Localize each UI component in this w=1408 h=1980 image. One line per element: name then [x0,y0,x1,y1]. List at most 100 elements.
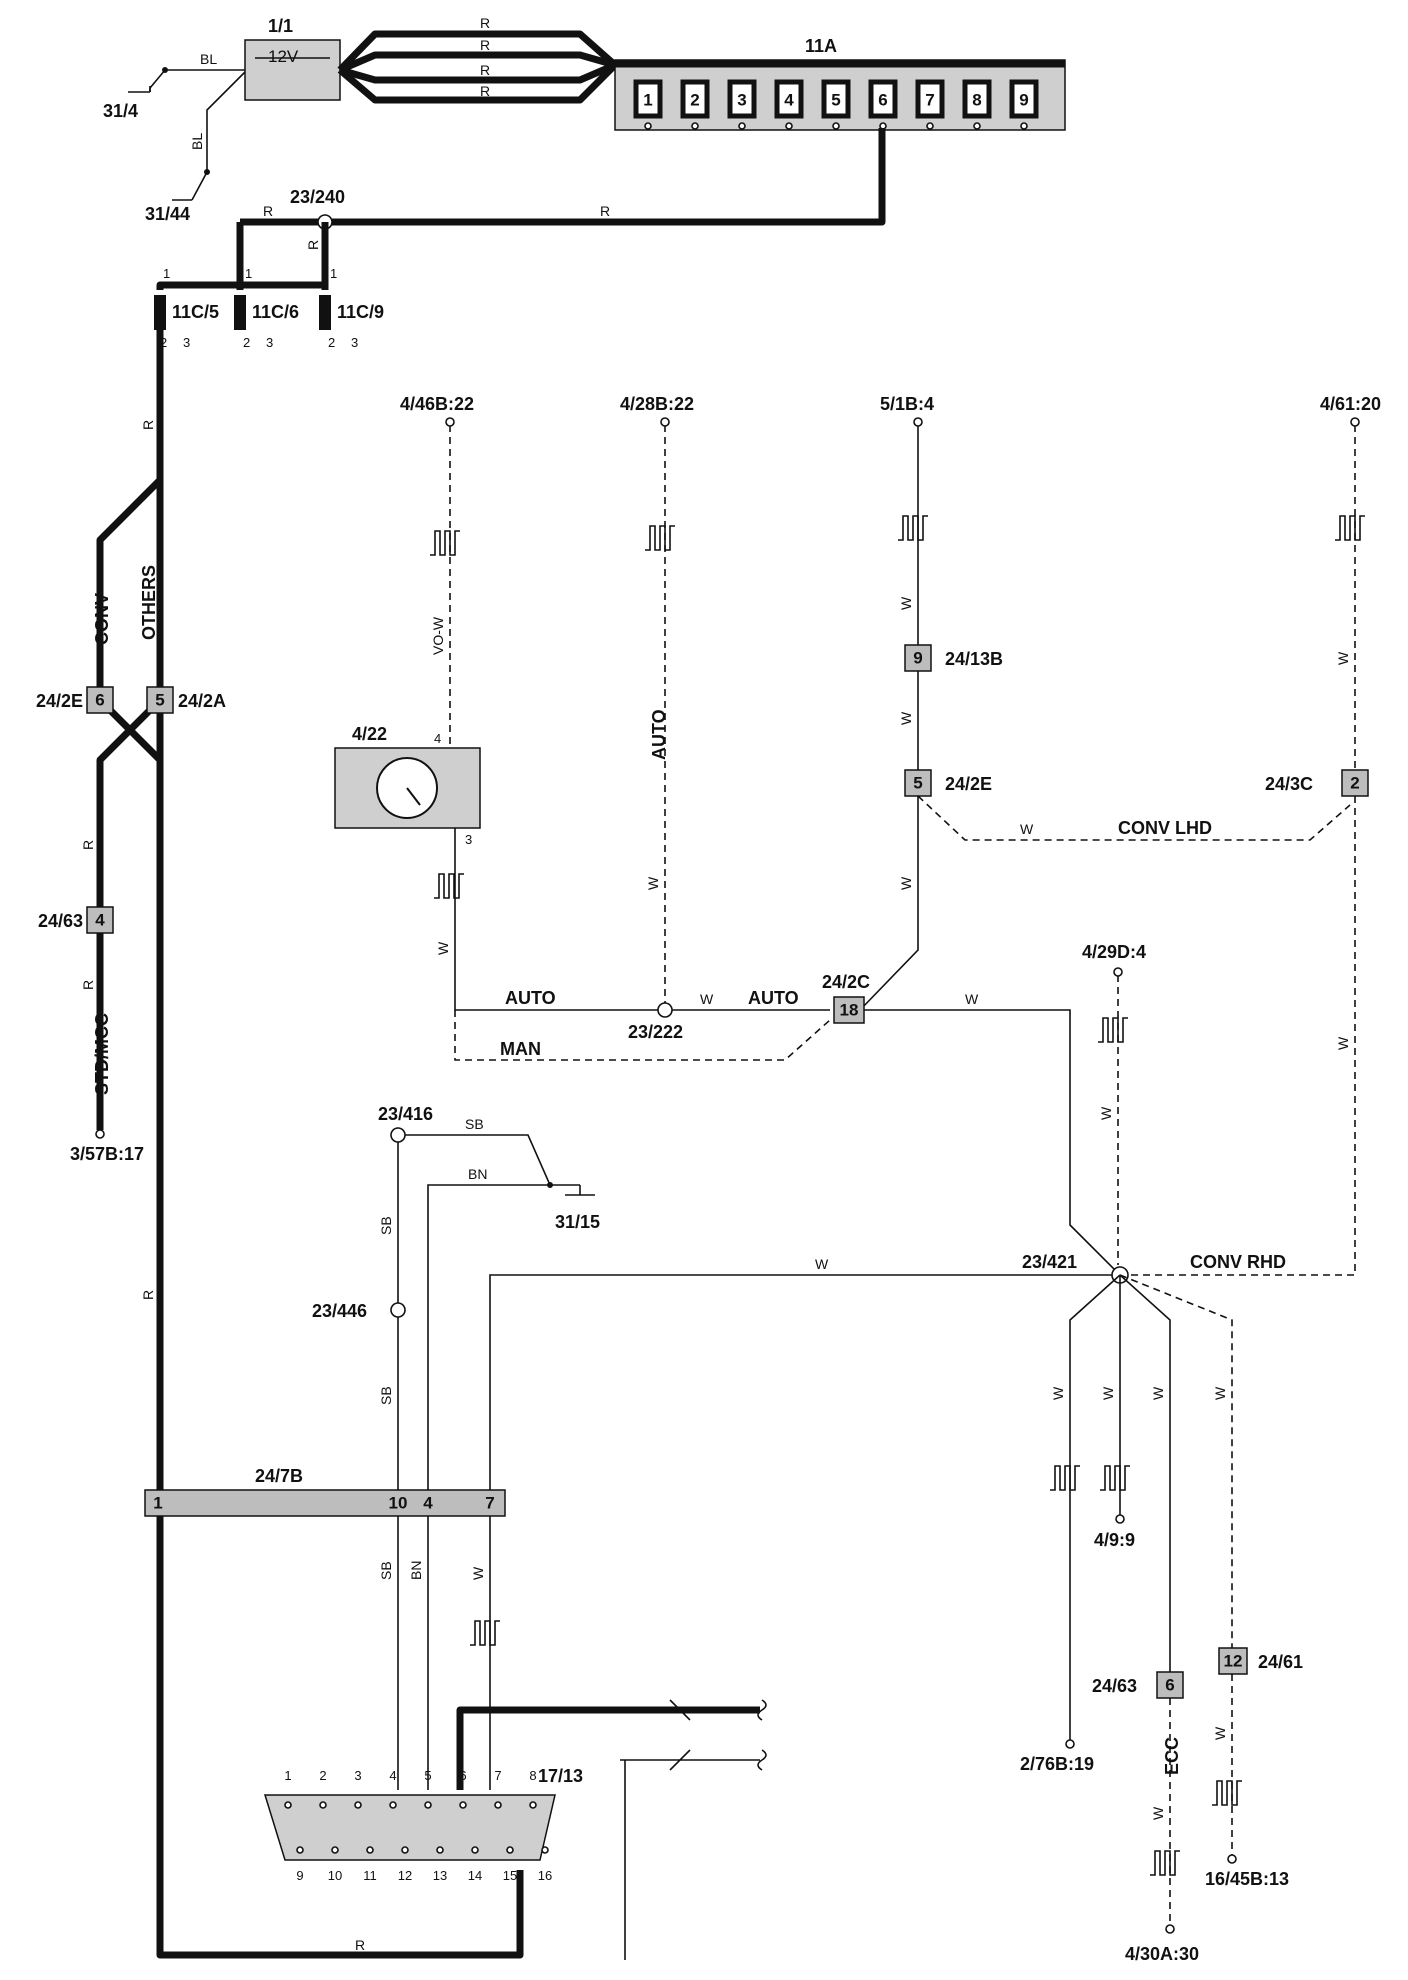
fuse-4 [774,79,804,119]
obd-pin [389,1801,397,1809]
connector-24-7b: 24/7B 1 10 4 7 [144,1466,506,1517]
connector-24-7b-pin-7: 7 [485,1494,494,1513]
battery: 1/1 12V [244,16,341,101]
obd-pin [424,1801,432,1809]
connector-pin-24-2e-right: 5 [913,774,922,793]
left-red-feed: R R R R R CONV OTHERS STD/MCC 3/57B:17 [70,330,524,1959]
connector-c_24_2E_left [86,686,114,714]
obd-pin-label: 3 [354,1768,361,1783]
variant-label-conv-lhd: CONV LHD [1118,818,1212,838]
wire-label-w-9: W [1335,651,1351,665]
tap-pin-label-9: 3 [351,335,358,350]
ground-label-31-44: 31/44 [145,204,190,224]
obd-pin-label: 4 [389,1768,396,1783]
fuse-taps: R 11C/5 11C/6 11C/9 1 1 1 2 3 2 3 2 3 [154,222,384,350]
connector-pin-24-63-right: 6 [1165,1676,1174,1695]
battery-voltage: 12V [268,47,299,66]
wire-label-bl-1: BL [200,51,217,67]
connector-pin-24-3c: 2 [1350,774,1359,793]
wire-label-r-3: R [480,62,490,78]
wire-label-r-10: R [80,840,96,850]
terminal-label-16-45b-13: 16/45B:13 [1205,1869,1289,1889]
obd-pin-label: 5 [424,1768,431,1783]
variant-label-ecc: ECC [1162,1737,1182,1775]
wire-label-w-3: W [645,876,661,890]
diagnostic-socket-ref: 17/13 [538,1766,583,1786]
terminal-label-2-76b-19: 2/76B:19 [1020,1754,1094,1774]
wire-label-bn-2: BN [408,1561,424,1580]
fuse-9 [1009,79,1039,119]
speedometer-pin-4: 4 [434,731,441,746]
terminal-label-4-9-9: 4/9:9 [1094,1530,1135,1550]
fuse-terminal-1 [644,122,652,130]
connector-24-3c [1341,769,1369,797]
wire-label-w-2: W [700,991,714,1007]
obd-pin-label: 16 [538,1868,552,1883]
variant-label-auto-3: AUTO [649,709,669,760]
fuse-label-6: 6 [878,91,887,110]
fuse-label-1: 1 [643,91,652,110]
wire-label-bl-2: BL [189,133,205,150]
wire-label-vo-w: VO-W [430,616,446,655]
wire-label-w-10: W [1335,1036,1351,1050]
connector-24-13b [904,644,932,672]
wire-man-route [454,1010,831,1061]
fuse-label-4: 4 [784,91,794,110]
wire-label-sb-2: SB [378,1216,394,1235]
fuse-label-2: 2 [690,91,699,110]
obd-pin-label: 9 [296,1868,303,1883]
connector-label-24-3c: 24/3C [1265,774,1313,794]
wire-conv-rhd [1122,796,1356,1276]
splice-label-23-416: 23/416 [378,1104,433,1124]
fuse-terminal-4 [785,122,793,130]
tap-pin-label-3: 1 [330,266,337,281]
splice-label-23-446: 23/446 [312,1301,367,1321]
tap-label-11c6: 11C/6 [252,302,299,322]
connector-label-24-2e-right: 24/2E [945,774,992,794]
obd-pin [296,1846,304,1854]
obd-pin [471,1846,479,1854]
tap-pin-label-1: 1 [163,266,170,281]
obd-pin-label: 7 [494,1768,501,1783]
wire-speedo-to-242c [454,828,830,1011]
wire-label-r-4: R [480,83,490,99]
obd-pin [401,1846,409,1854]
fuse-terminal-7 [926,122,934,130]
fuse-label-3: 3 [737,91,746,110]
variant-label-auto-1: AUTO [505,988,556,1008]
variant-label-others: OTHERS [139,565,159,640]
wire-label-sb-3: SB [378,1386,394,1405]
battery-ref: 1/1 [268,16,293,36]
connector-label-24-61: 24/61 [1258,1652,1303,1672]
wire-242c-to-23-421 [864,1009,1121,1276]
speedometer: 4/22 4 3 [334,724,481,847]
variant-label-std-mcc: STD/MCC [92,1013,112,1095]
ground-31-4: BL 31/4 [103,51,245,121]
wire-bn [427,1184,550,1490]
wire-label-w-1: W [435,941,451,955]
fuse-terminal-8 [973,122,981,130]
fuse-3 [727,79,757,119]
obd-pin-label: 15 [503,1868,517,1883]
obd-pin [319,1801,327,1809]
wire-label-w-7: W [1020,821,1034,837]
wire-label-w-12: W [815,1256,829,1272]
connector-pin-24-61: 12 [1224,1652,1243,1671]
wire-hub-to-24-63 [1119,1274,1171,1672]
wire-label-w-4: W [898,596,914,610]
connector-pin-c_24_2A: 5 [155,691,164,710]
wire-label-r-8: R [140,420,156,430]
wire-label-r-12: R [355,1937,365,1953]
terminal-label-4-46b-22: 4/46B:22 [400,394,474,414]
obd-pin [506,1846,514,1854]
terminal-label-3-57b-17: 3/57B:17 [70,1144,144,1164]
variant-label-man: MAN [500,1039,541,1059]
tap-label-11c5: 11C/5 [172,302,219,322]
speedometer-ref: 4/22 [352,724,387,744]
obd-pin-label: 13 [433,1868,447,1883]
connector-24-61 [1218,1647,1248,1675]
fuse-6 [868,79,898,119]
connector-c_24_63_left [86,906,114,934]
wire-fuse6-to-splice [240,128,886,226]
